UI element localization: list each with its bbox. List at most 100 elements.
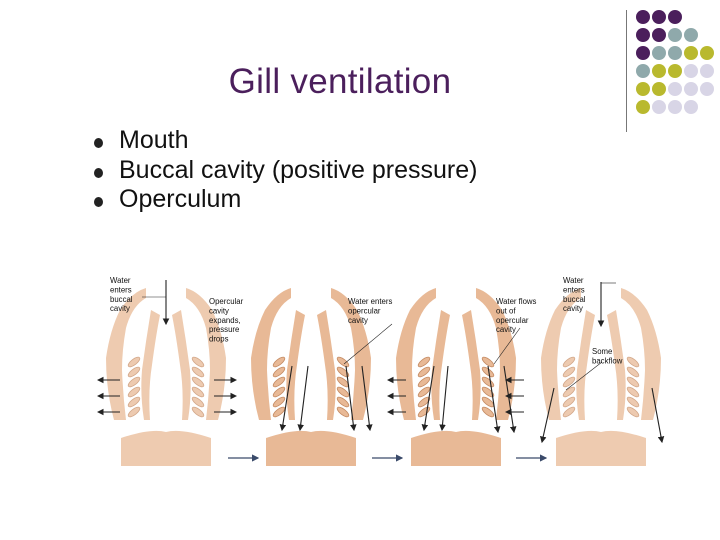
decor-dot [636, 10, 650, 24]
decor-dot [636, 46, 650, 60]
gill-filament [127, 406, 141, 418]
diagram-label-line: Water enters [348, 297, 392, 306]
gill-filament [417, 366, 431, 378]
pharynx-floor [556, 430, 646, 466]
opercular-wall-left [251, 288, 291, 420]
diagram-label-line: enters [563, 285, 585, 294]
diagram-label-line: Water flows [496, 297, 537, 306]
water-flow-arrow [279, 365, 293, 432]
diagram-panel [106, 288, 226, 466]
opercular-wall-right [186, 288, 226, 420]
diagram-panels [106, 288, 661, 466]
decor-dot [700, 64, 714, 78]
gill-filament [272, 386, 286, 398]
gill-filament [626, 406, 640, 418]
gill-filament [191, 386, 205, 398]
opercular-wall-right [331, 288, 371, 420]
buccal-wall-left [141, 310, 160, 420]
gill-filament [481, 356, 495, 368]
gill-filament [481, 406, 495, 418]
diagram-label-line: enters [110, 285, 132, 294]
decor-dot [700, 82, 714, 96]
gill-filament [626, 396, 640, 408]
gill-filament [336, 356, 350, 368]
gill-filament [626, 356, 640, 368]
label-leader-line [493, 327, 521, 365]
bullet-text: Operculum [119, 185, 242, 213]
decor-dot [636, 100, 650, 114]
gill-filament [272, 406, 286, 418]
decor-dot [684, 82, 698, 96]
gill-filament [562, 406, 576, 418]
diagram-label-line: opercular [348, 306, 381, 315]
pharynx-floor [121, 430, 211, 466]
gill-filament [272, 396, 286, 408]
gill-filament [127, 386, 141, 398]
gill-filament [562, 356, 576, 368]
gill-filament [272, 376, 286, 388]
gill-filament [272, 366, 286, 378]
decor-dot [636, 82, 650, 96]
diagram-label-line: buccal [110, 295, 133, 304]
diagram-label-line: cavity [209, 306, 229, 315]
opercular-wall-left [396, 288, 436, 420]
panel-transition-arrows [96, 280, 665, 462]
diagram-label-line: cavity [496, 325, 516, 334]
gill-filament [336, 406, 350, 418]
pharynx-floor [411, 430, 501, 466]
slide-title: Gill ventilation [228, 62, 452, 101]
buccal-wall-right [462, 310, 481, 420]
bullet-dot-icon [94, 197, 103, 207]
gill-filament [481, 376, 495, 388]
decor-dot [652, 100, 666, 114]
gill-filament [562, 376, 576, 388]
diagram-label-line: opercular [496, 316, 529, 325]
buccal-wall-right [172, 310, 191, 420]
gill-filament [191, 406, 205, 418]
decor-dot [668, 64, 682, 78]
decor-dot-grid [636, 10, 720, 120]
decor-dot [636, 28, 650, 42]
diagram-label-line: out of [496, 306, 516, 315]
gill-filament [562, 366, 576, 378]
decor-dot [652, 10, 666, 24]
gill-filament [336, 366, 350, 378]
gill-filament [191, 366, 205, 378]
gill-filament [127, 396, 141, 408]
gill-filament [481, 366, 495, 378]
gill-filament [481, 386, 495, 398]
gill-filament [127, 366, 141, 378]
decor-dot [652, 28, 666, 42]
gill-filament [191, 376, 205, 388]
gill-filament [127, 356, 141, 368]
bullet-item-mouth: Mouth [93, 126, 477, 156]
diagram-label-line: cavity [563, 304, 583, 313]
decor-dot [684, 100, 698, 114]
diagram-label-line: Opercular [209, 297, 244, 306]
water-flow-arrow [421, 365, 435, 432]
diagram-label-line: Some [592, 347, 612, 356]
buccal-wall-right [607, 310, 626, 420]
decor-dot [652, 82, 666, 96]
diagram-panel [251, 288, 371, 466]
decor-dot [684, 46, 698, 60]
decor-dot [684, 28, 698, 42]
gill-filament [626, 366, 640, 378]
gill-filament [336, 396, 350, 408]
gill-filament [417, 386, 431, 398]
gill-filament [562, 396, 576, 408]
diagram-label-line: backflow [592, 356, 623, 365]
diagram-label-line: cavity [348, 316, 368, 325]
water-flow-arrow [297, 365, 309, 432]
buccal-wall-right [317, 310, 336, 420]
decor-dot [668, 100, 682, 114]
buccal-wall-left [286, 310, 305, 420]
bullet-dot-icon [94, 167, 103, 178]
diagram-panel [541, 288, 661, 466]
gill-filament [336, 386, 350, 398]
